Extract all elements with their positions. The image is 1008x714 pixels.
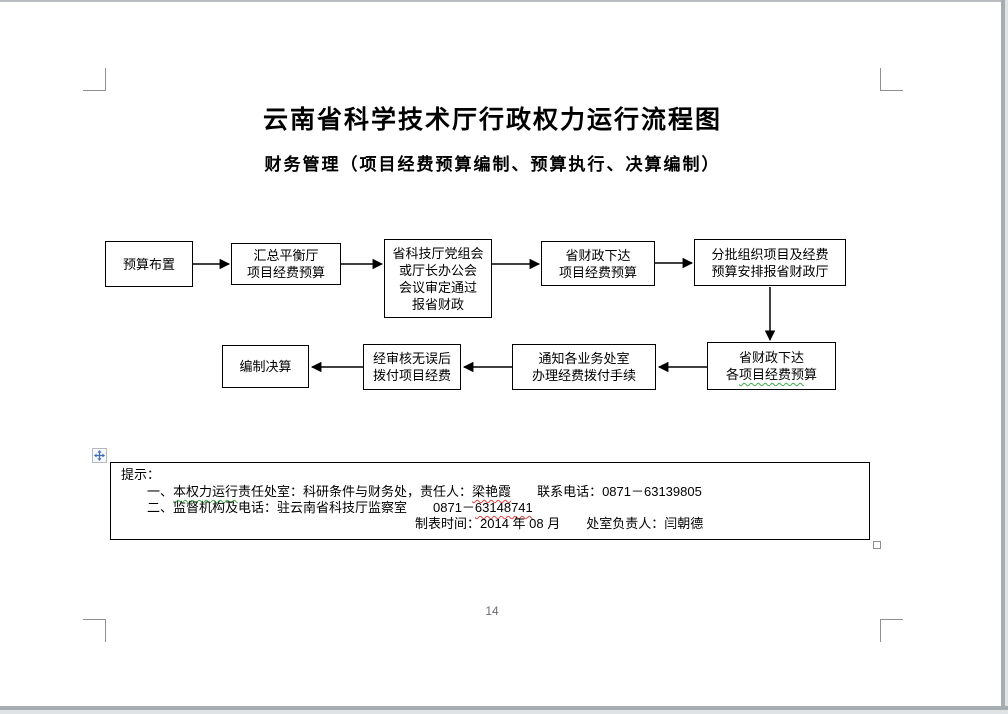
flow-box-text: 或厅长办公会	[398, 262, 477, 278]
flow-box-party-group-review: 省科技厅党组会 或厅长办公会 会议审定通过 报省财政	[384, 239, 492, 318]
page-edge-bottom	[0, 706, 1008, 710]
grammar-underline-segment: 项目经费预	[738, 367, 804, 382]
flow-box-text-segment: 算	[804, 367, 818, 382]
flow-box-budget-setup: 预算布置	[105, 241, 193, 287]
notes-label: 提示：	[121, 467, 161, 482]
spellcheck-underline-segment: 63148741	[474, 500, 533, 515]
document-subtitle: 财务管理（项目经费预算编制、预算执行、决算编制）	[264, 155, 721, 174]
crop-mark-bottom-left	[83, 619, 106, 642]
page-edge-right-light	[1005, 0, 1008, 714]
flow-box-batch-organize-projects: 分批组织项目及经费 预算安排报省财政厅	[694, 239, 846, 286]
notes-text-segment: 联系电话：0871－63139805	[511, 484, 702, 499]
crop-mark-bottom-right	[880, 619, 903, 642]
notes-text-segment: 责任处室：科研条件与财务处，责任人：	[238, 484, 473, 499]
flow-box-text: 编制决算	[239, 359, 292, 374]
flow-box-text: 省财政下达	[738, 350, 804, 365]
flow-box-text: 拨付项目经费	[372, 368, 451, 383]
notes-item-3: 制表时间：2014 年 08 月 处室负责人：闫朝德	[415, 516, 704, 531]
table-move-handle[interactable]	[92, 448, 107, 463]
flow-box-text: 通知各业务处室	[538, 351, 630, 366]
spellcheck-underline-segment: 梁艳霞	[472, 484, 512, 499]
notes-text-segment: 二、监督机构及电话：驻云南省科技厅监察室 0871－	[147, 500, 475, 515]
flow-box-finance-issues-project-budget: 省财政下达 各项目经费预算	[707, 342, 836, 390]
page-edge-top	[0, 0, 1008, 2]
page-number: 14	[485, 604, 499, 618]
crop-mark-top-right	[880, 68, 903, 91]
notes-box: 提示： 一、本权力运行责任处室：科研条件与财务处，责任人：梁艳霞 联系电话：08…	[110, 462, 870, 540]
page-edge-right	[1001, 0, 1005, 714]
flow-box-text: 预算安排报省财政厅	[711, 263, 829, 279]
flow-box-text: 项目经费预算	[558, 264, 637, 280]
flow-box-text: 省财政下达	[565, 247, 631, 263]
flow-box-text: 办理经费拨付手续	[531, 368, 636, 383]
flow-box-finance-issues-budget: 省财政下达 项目经费预算	[541, 241, 655, 286]
flow-box-notify-divisions: 通知各业务处室 办理经费拨付手续	[512, 344, 656, 390]
document-title: 云南省科学技术厅行政权力运行流程图	[262, 106, 722, 134]
flow-box-text: 各项目经费预算	[726, 366, 817, 383]
flow-box-text: 会议审定通过	[398, 279, 477, 295]
flow-box-text: 汇总平衡厅	[253, 248, 319, 263]
notes-text-segment: 一、	[147, 484, 174, 499]
flow-box-text: 报省财政	[411, 296, 464, 312]
move-arrows-icon	[94, 450, 105, 461]
flow-box-text: 分批组织项目及经费	[711, 246, 829, 262]
notes-item-2: 二、监督机构及电话：驻云南省科技厅监察室 0871－63148741	[147, 500, 533, 516]
notes-item-1: 一、本权力运行责任处室：科研条件与财务处，责任人：梁艳霞 联系电话：0871－6…	[147, 484, 702, 500]
flow-box-text: 预算布置	[122, 256, 175, 272]
flow-box-text: 项目经费预算	[246, 265, 325, 280]
flow-box-text-segment: 各	[725, 367, 739, 382]
page-edge-bottom-light	[0, 710, 1008, 714]
flow-box-summary-balance: 汇总平衡厅 项目经费预算	[231, 243, 341, 285]
grammar-underline-segment: 本权力运行	[173, 484, 239, 499]
crop-mark-top-left	[83, 68, 106, 91]
flow-box-audit-allocate-funds: 经审核无误后 拨付项目经费	[363, 344, 461, 390]
flow-box-text: 省科技厅党组会	[392, 245, 484, 261]
flow-box-final-accounts: 编制决算	[222, 345, 309, 388]
table-resize-handle[interactable]	[873, 541, 881, 549]
flow-box-text: 经审核无误后	[372, 351, 451, 366]
